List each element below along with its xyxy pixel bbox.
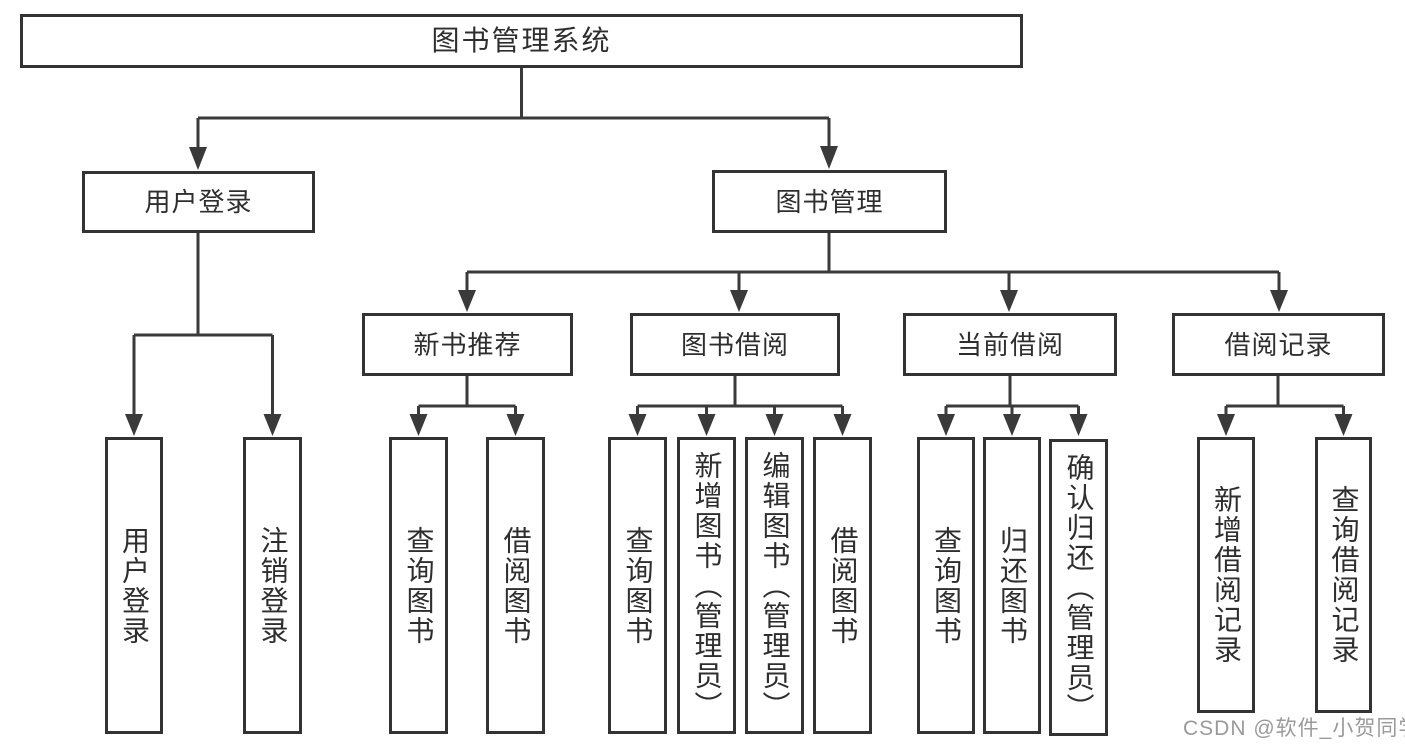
arrowhead-book-borrow bbox=[730, 290, 748, 312]
arrowhead-borrow-record bbox=[1270, 290, 1288, 312]
arrowhead-leaf-logout bbox=[263, 414, 282, 436]
leaf-edit-books-admin: 编辑图书（管理员） bbox=[745, 437, 804, 734]
leaf-query-books-recommend: 查询图书 bbox=[389, 437, 448, 734]
leaf-query-borrow-record: 查询借阅记录 bbox=[1315, 437, 1372, 713]
leaf-logout: 注销登录 bbox=[243, 437, 302, 734]
arrowhead-current-borrow bbox=[1000, 290, 1018, 312]
connector-newbook-group bbox=[417, 376, 517, 415]
leaf-add-borrow-record: 新增借阅记录 bbox=[1197, 437, 1255, 713]
connector-borrowing-group bbox=[636, 376, 844, 415]
leaf-confirm-return-admin: 确认归还（管理员） bbox=[1049, 439, 1108, 736]
leaf-return-books: 归还图书 bbox=[983, 437, 1041, 734]
connector-user-login-group bbox=[132, 233, 274, 415]
leaf-borrow-books-recommend: 借阅图书 bbox=[486, 437, 545, 734]
leaf-add-books-admin: 新增图书（管理员） bbox=[677, 437, 736, 734]
node-library-management-system: 图书管理系统 bbox=[20, 14, 1023, 68]
connector-current-group bbox=[944, 376, 1080, 415]
connector-root-to-level2 bbox=[196, 68, 831, 148]
leaf-borrow-books: 借阅图书 bbox=[813, 437, 872, 734]
connector-records-group bbox=[1224, 376, 1345, 415]
leaf-user-login: 用户登录 bbox=[105, 437, 163, 734]
arrowhead-book-management bbox=[820, 146, 838, 169]
leaf-query-books-current: 查询图书 bbox=[917, 437, 975, 734]
node-current-borrowing: 当前借阅 bbox=[903, 313, 1117, 376]
connector-level3 bbox=[465, 233, 1281, 291]
arrowhead-user-login bbox=[189, 147, 207, 170]
leaf-query-books-borrowing: 查询图书 bbox=[608, 437, 667, 734]
csdn-watermark: CSDN @软件_小贺同学 bbox=[1183, 717, 1405, 740]
node-new-book-recommend: 新书推荐 bbox=[362, 313, 573, 376]
node-borrow-records: 借阅记录 bbox=[1172, 313, 1385, 376]
node-book-management: 图书管理 bbox=[712, 170, 947, 233]
node-user-login: 用户登录 bbox=[82, 171, 315, 233]
node-book-borrowing: 图书借阅 bbox=[630, 313, 840, 376]
arrowhead-leaf-login bbox=[125, 414, 143, 436]
arrowhead-new-book bbox=[458, 290, 476, 312]
